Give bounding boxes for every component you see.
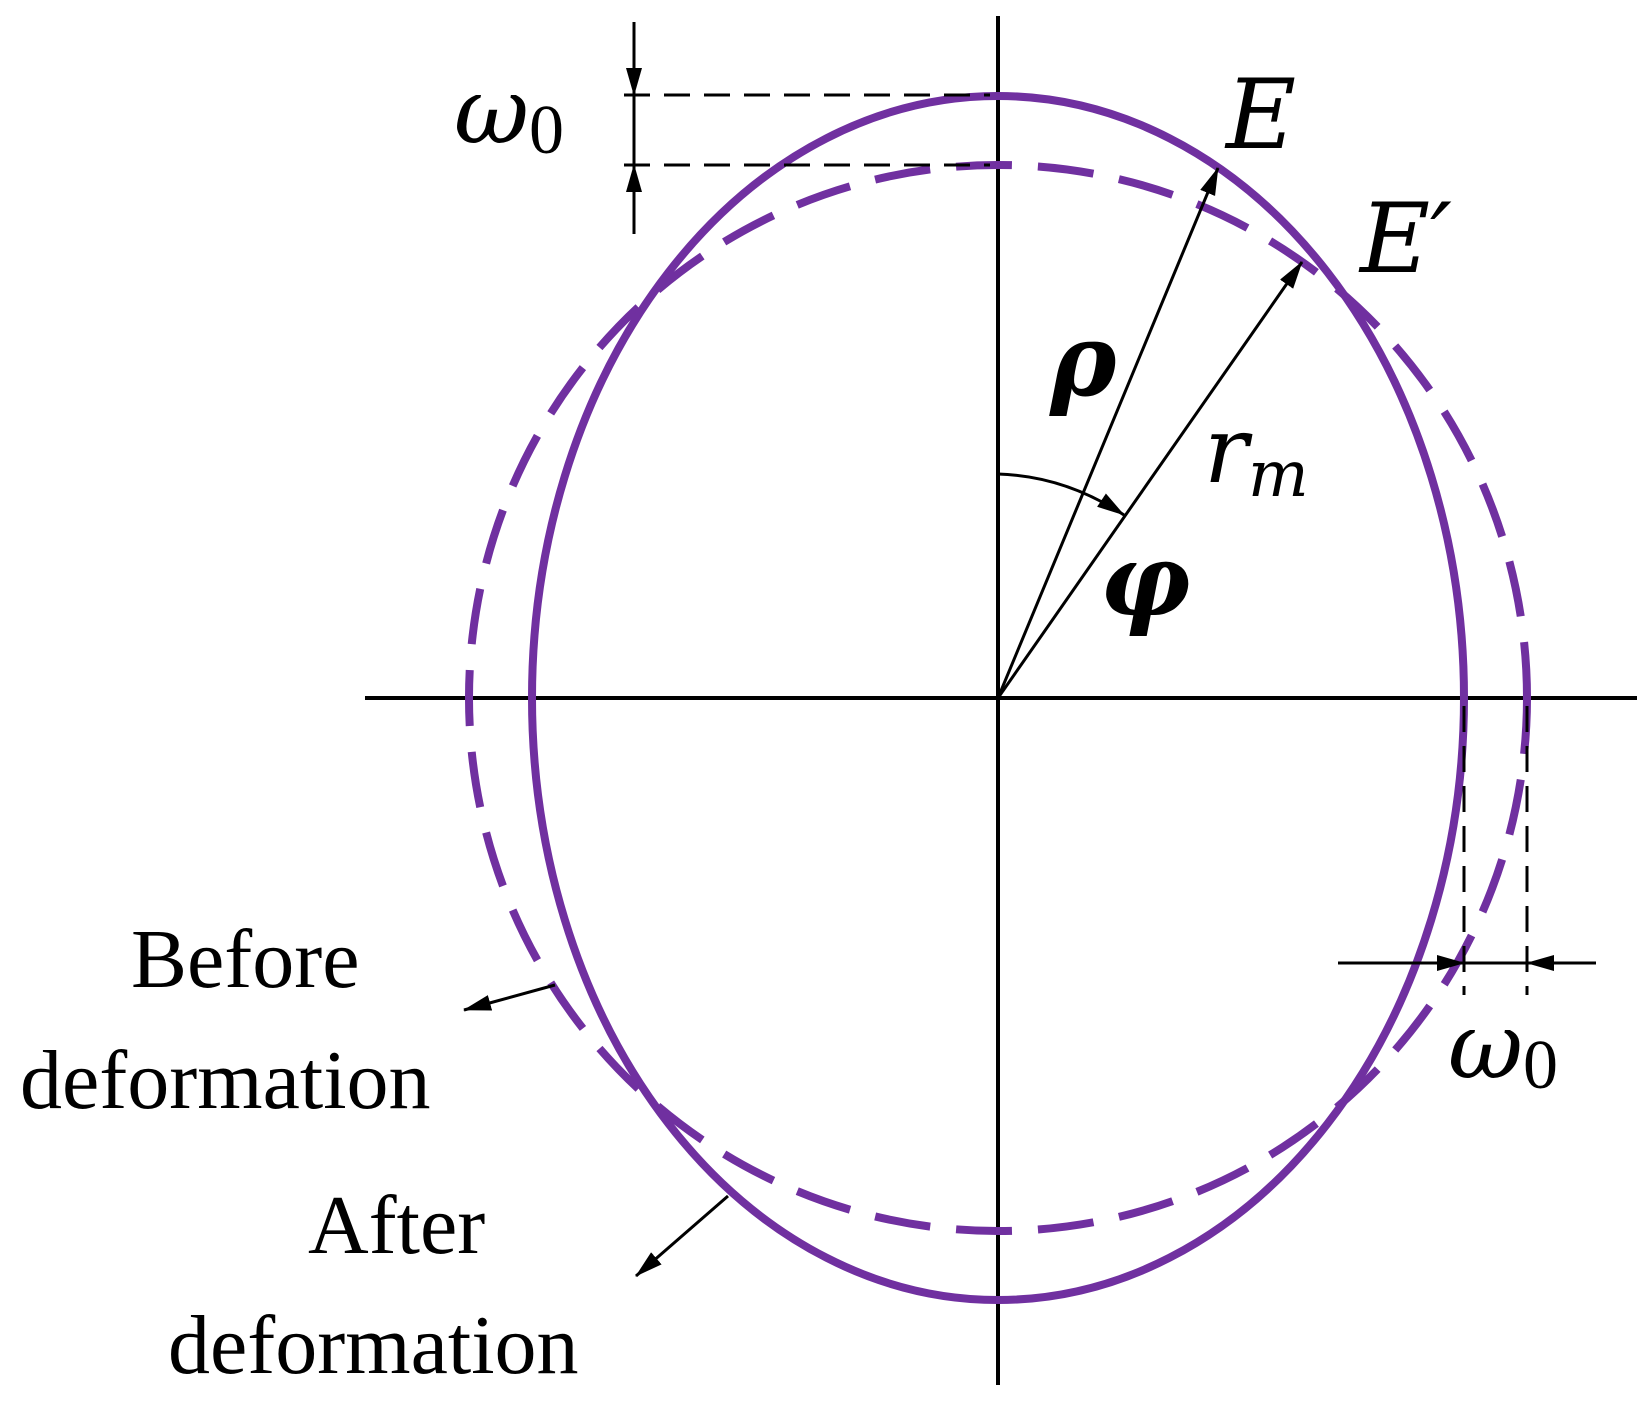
point-e-prime-label: E′ — [1358, 183, 1452, 295]
rho-label: ρ — [1049, 301, 1117, 419]
right-omega-dimension — [1338, 706, 1596, 995]
after-deformation-pointer — [635, 1194, 729, 1278]
before-deformation-pointer — [463, 983, 556, 1012]
after-deformation-label-line2: deformation — [168, 1299, 579, 1392]
rm-vector — [996, 261, 1304, 699]
before-deformation-label-line2: deformation — [20, 1034, 431, 1127]
phi-label: φ — [1100, 521, 1190, 639]
rho-vector — [996, 167, 1220, 699]
omega-top-label: ω0 — [454, 58, 564, 169]
point-e-label: E — [1224, 59, 1296, 171]
phi-angle-arc — [997, 472, 1125, 517]
after-deformation-label-line1: After — [308, 1179, 485, 1272]
rm-label: rm — [1204, 397, 1309, 512]
before-deformation-curve — [465, 161, 1531, 1235]
omega-right-label: ω0 — [1448, 993, 1558, 1104]
before-deformation-label-line1: Before — [131, 913, 360, 1006]
after-deformation-curve — [528, 92, 1468, 1304]
top-omega-dimension — [624, 22, 990, 234]
